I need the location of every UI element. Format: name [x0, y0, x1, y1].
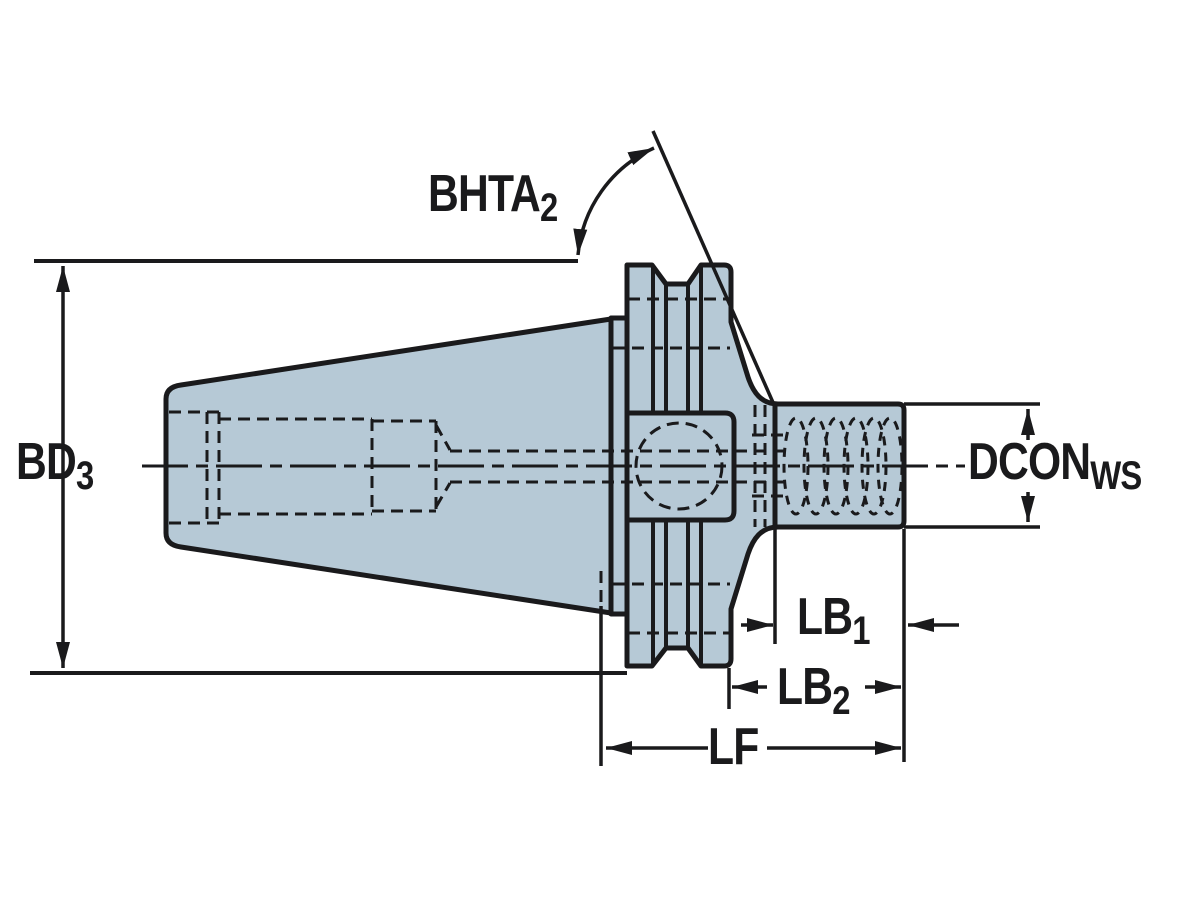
lb1-subscript: 1: [852, 609, 870, 653]
connection-diameter-label-dconws: DCONWS: [968, 433, 1142, 498]
length-label-lb2: LB2: [777, 661, 850, 721]
bhta2-angle-line: [651, 130, 777, 408]
connection-diameter-text: DCON: [968, 433, 1091, 491]
body-diameter-subscript: 3: [75, 454, 94, 498]
angle-label-text: BHTA: [428, 165, 541, 223]
lb1-text: LB: [797, 588, 853, 646]
angle-label-bhta2: BHTA2: [428, 165, 558, 230]
lb2-text: LB: [777, 658, 833, 716]
body-diameter-label-bd3: BD3: [16, 433, 94, 498]
lf-text: LF: [708, 718, 759, 776]
length-label-lb1: LB1: [797, 591, 870, 651]
groove-edge-lines: [651, 266, 703, 665]
connection-diameter-subscript: WS: [1090, 454, 1142, 498]
body-diameter-text: BD: [16, 433, 77, 491]
angle-label-subscript: 2: [539, 186, 558, 230]
lb2-subscript: 2: [832, 679, 850, 723]
functional-length-label-lf: LF: [708, 718, 759, 781]
dimension-lines: [30, 130, 1040, 766]
flange-hidden-diameters: [613, 297, 730, 635]
bhta2-angle-arc: [573, 146, 655, 256]
